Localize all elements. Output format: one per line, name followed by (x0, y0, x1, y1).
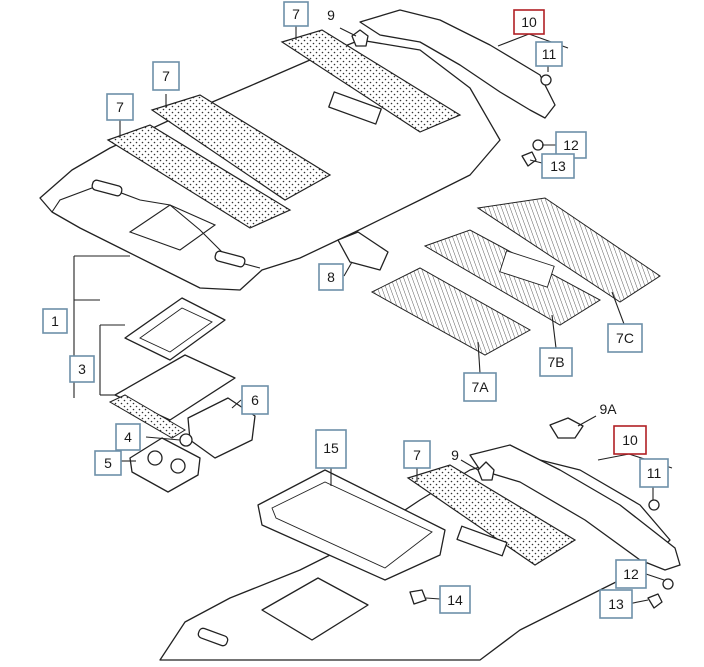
callout-3[interactable]: 3 (69, 355, 95, 383)
washer-12-bottom (662, 578, 674, 590)
callout-9-bottom-label: 9 (451, 447, 459, 463)
sunroof-cutout-top (128, 204, 217, 251)
callout-8-label: 8 (327, 269, 335, 285)
callout-11-bottom[interactable]: 11 (639, 458, 669, 488)
clip-11-top (540, 74, 552, 86)
callout-11-top[interactable]: 11 (535, 41, 563, 67)
callout-9A-label: 9A (599, 401, 617, 417)
callout-5[interactable]: 5 (94, 450, 122, 476)
callout-13-bottom-label: 13 (608, 596, 624, 612)
foam-strip-7-bottom (406, 464, 577, 566)
clip-14 (409, 589, 427, 605)
callout-10-bottom-label: 10 (622, 432, 638, 448)
callout-12-bottom-label: 12 (623, 566, 639, 582)
callout-4[interactable]: 4 (115, 423, 141, 451)
clip-9-bottom (477, 461, 495, 481)
callout-11-bottom-label: 11 (647, 465, 662, 481)
callout-8[interactable]: 8 (318, 263, 344, 291)
sunroof-frame-15-inner (271, 481, 433, 569)
callout-7B[interactable]: 7B (539, 347, 573, 377)
callout-12-bottom[interactable]: 12 (615, 559, 647, 589)
screw-13-bottom (647, 593, 663, 609)
callout-7-a-label: 7 (292, 6, 300, 22)
callout-7-d-label: 7 (413, 447, 421, 463)
callout-9-bottom[interactable]: 9 (451, 447, 459, 463)
part-8-bracket (337, 231, 389, 271)
sunroof-cutout-bottom (261, 577, 369, 641)
rear-trim-10-top (359, 9, 556, 119)
clip-11-bottom (648, 499, 660, 511)
callout-7-d[interactable]: 7 (403, 440, 431, 469)
callout-9-top[interactable]: 9 (327, 7, 335, 23)
frame-3-inner (139, 307, 213, 353)
rear-trim-10-bottom (469, 444, 681, 571)
clip-9-top (351, 29, 369, 47)
mat-7C (476, 197, 661, 303)
callout-11-top-label: 11 (542, 46, 557, 62)
callout-7-b-label: 7 (162, 68, 170, 84)
frame-3-upper (124, 297, 226, 361)
foam-strip-7-front (106, 124, 292, 229)
callout-5-label: 5 (104, 455, 112, 471)
callout-9-top-label: 9 (327, 7, 335, 23)
callout-7C-label: 7C (616, 330, 634, 346)
callout-7-b[interactable]: 7 (152, 61, 180, 91)
grab-handle-slot-bottom (456, 525, 508, 557)
mat-7B-window (499, 250, 555, 288)
callout-10-top-label: 10 (521, 14, 537, 30)
callout-14-label: 14 (447, 592, 463, 608)
clip-9A (549, 417, 584, 439)
callout-12-top-label: 12 (563, 137, 579, 153)
mat-7A (370, 267, 532, 356)
handle-recess-bottom (197, 627, 229, 647)
callout-9A[interactable]: 9A (599, 401, 617, 417)
screw-4 (179, 433, 193, 447)
foam-strip-7-rear (280, 29, 462, 133)
callout-15-label: 15 (323, 440, 339, 456)
callout-7-a[interactable]: 7 (283, 1, 309, 27)
mat-7B (423, 229, 601, 326)
handle-recess-left (91, 179, 123, 197)
handle-recess-right (214, 250, 246, 268)
callout-6-label: 6 (251, 392, 259, 408)
callout-14[interactable]: 14 (439, 585, 471, 614)
washer-12-top (532, 139, 544, 151)
foam-strip-7-mid (150, 94, 332, 201)
callout-7C[interactable]: 7C (607, 323, 643, 353)
lens-5-bulb-a (147, 450, 163, 466)
callout-6[interactable]: 6 (241, 385, 269, 415)
callout-7-c[interactable]: 7 (106, 93, 134, 121)
grab-handle-slot (328, 91, 382, 125)
callout-1-label: 1 (51, 313, 59, 329)
callout-7-c-label: 7 (116, 99, 124, 115)
callout-10-top[interactable]: 10 (513, 9, 545, 35)
lens-5-bulb-b (170, 458, 186, 474)
callout-7A[interactable]: 7A (463, 372, 497, 402)
callout-1[interactable]: 1 (42, 308, 68, 334)
callout-4-label: 4 (124, 429, 132, 445)
screw-13-top (521, 151, 537, 167)
callout-10-bottom[interactable]: 10 (613, 425, 647, 455)
strip-3-dotted (108, 394, 186, 439)
callout-7B-label: 7B (547, 354, 564, 370)
callout-3-label: 3 (78, 361, 86, 377)
callout-13-top[interactable]: 13 (541, 153, 575, 179)
sunroof-frame-15 (257, 469, 446, 581)
callout-13-bottom[interactable]: 13 (599, 589, 633, 619)
callout-13-top-label: 13 (550, 158, 566, 174)
callout-7A-label: 7A (471, 379, 489, 395)
callout-15[interactable]: 15 (315, 429, 347, 469)
